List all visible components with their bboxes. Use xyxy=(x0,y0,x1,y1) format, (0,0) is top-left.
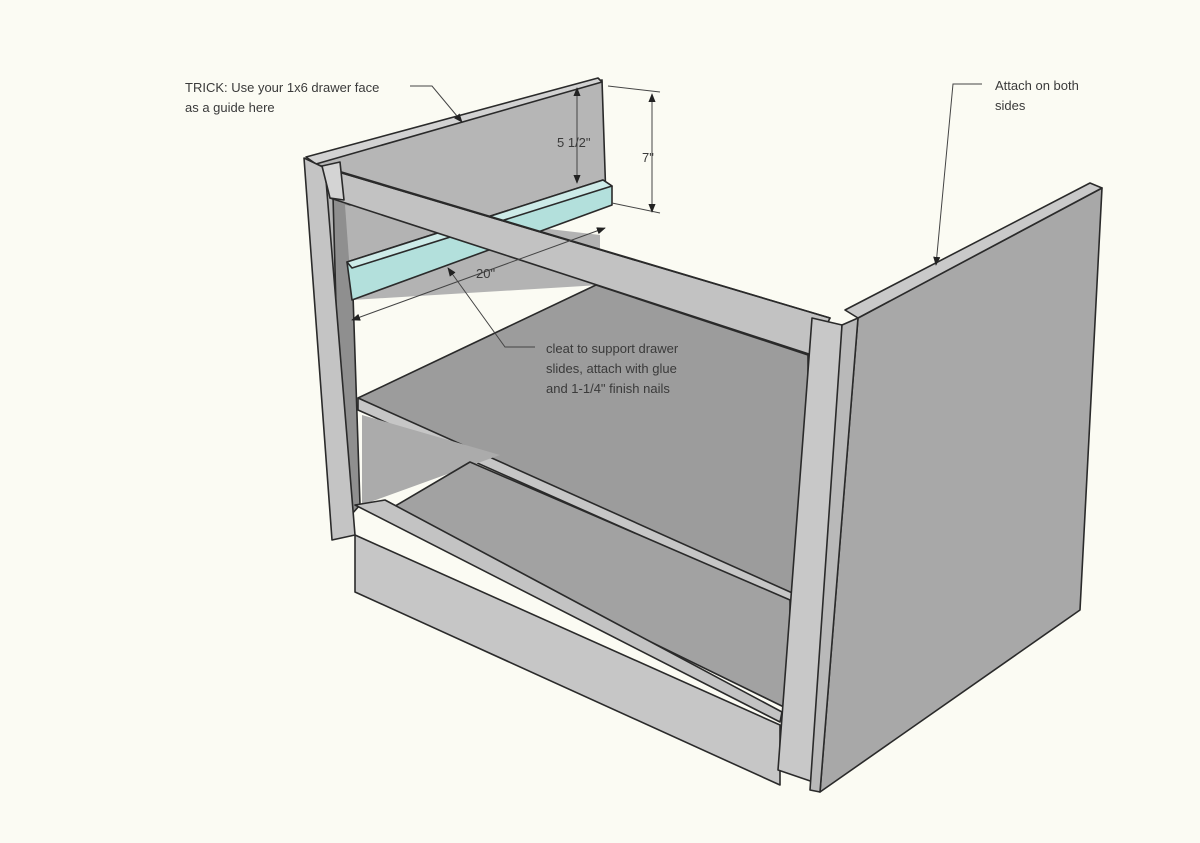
right-side-panel-front-edge xyxy=(809,317,859,793)
right-side-panel-top-edge xyxy=(844,182,1103,319)
dimension-cleat-length-label: 20" xyxy=(476,266,495,281)
trick-leader xyxy=(410,85,463,123)
attach-note-line1: Attach on both xyxy=(995,78,1079,93)
right-side-panel xyxy=(819,187,1103,793)
dimension-outer-height-ext-bottom xyxy=(611,202,661,214)
trick-note-line1: TRICK: Use your 1x6 drawer face xyxy=(185,80,379,95)
trick-note-line2: as a guide here xyxy=(185,100,275,115)
dimension-outer-height-ext-top xyxy=(607,85,661,93)
attach-leader xyxy=(933,83,982,266)
attach-note-line2: sides xyxy=(995,98,1026,113)
interior-back-lower xyxy=(362,415,500,505)
cleat-note-line3: and 1-1/4" finish nails xyxy=(546,381,670,396)
dimension-inner-height-label: 5 1/2" xyxy=(557,135,591,150)
cleat-note-line2: slides, attach with glue xyxy=(546,361,677,376)
bottom-front-kick xyxy=(354,534,781,786)
cleat-leader xyxy=(447,267,535,348)
dimension-outer-height-label: 7" xyxy=(642,150,654,165)
dimension-cleat-length-line xyxy=(351,227,606,321)
cleat-note-line1: cleat to support drawer xyxy=(546,341,679,356)
left-front-stile-face xyxy=(321,161,345,201)
